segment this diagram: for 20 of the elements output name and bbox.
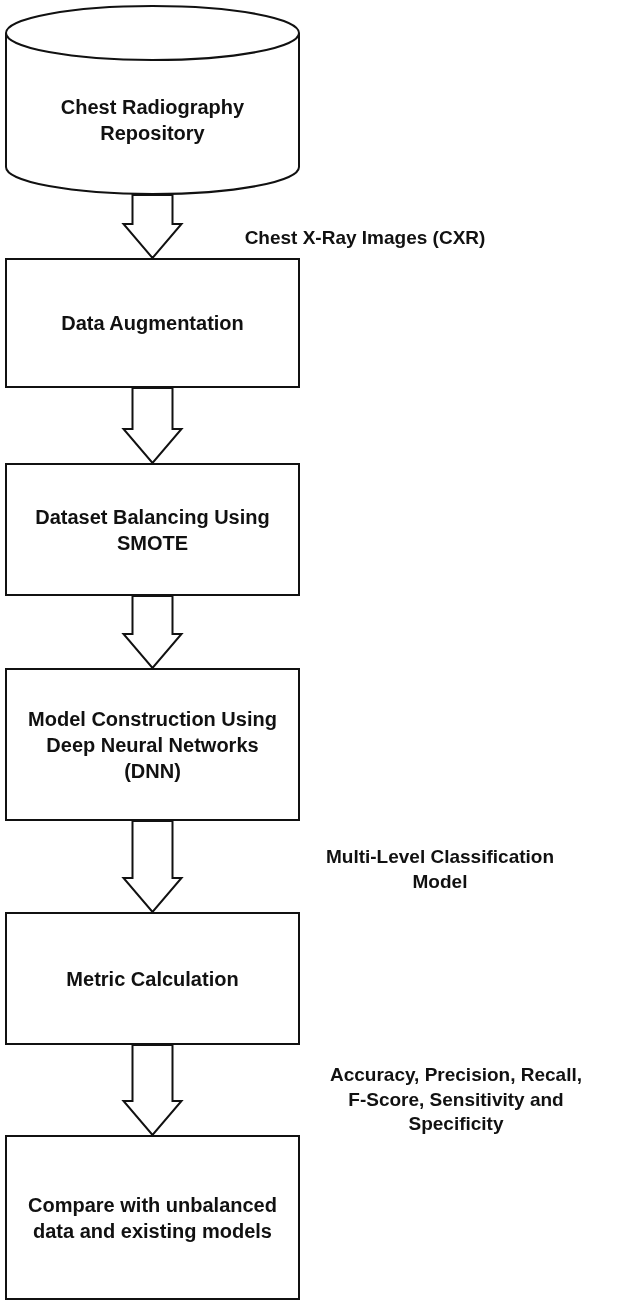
block-arrow: [121, 595, 184, 670]
process-box: [5, 668, 300, 821]
process-box: [5, 463, 300, 596]
annotation-text: Multi-Level Classification Model: [324, 845, 555, 894]
database-cylinder: [5, 5, 300, 195]
node-label: Compare with unbalanced data and existing models: [27, 1192, 278, 1244]
node-label: Model Construction Using Deep Neural Networks (DNN): [27, 706, 278, 784]
process-box: [5, 258, 300, 388]
block-arrow: [121, 194, 184, 260]
node-label: Dataset Balancing Using SMOTE: [34, 504, 271, 556]
annotation-text: Chest X-Ray Images (CXR): [243, 226, 487, 250]
node-label: Data Augmentation: [60, 311, 245, 336]
process-box: [5, 1135, 300, 1300]
node-label: Metric Calculation: [65, 966, 240, 992]
process-box: [5, 912, 300, 1045]
block-arrow: [121, 387, 184, 465]
block-arrow: [121, 820, 184, 914]
annotation-text: Accuracy, Precision, Recall, F-Score, Sensitivity and Specificity: [328, 1063, 584, 1137]
node-label: Chest Radiography Repository: [59, 95, 246, 146]
block-arrow: [121, 1044, 184, 1137]
